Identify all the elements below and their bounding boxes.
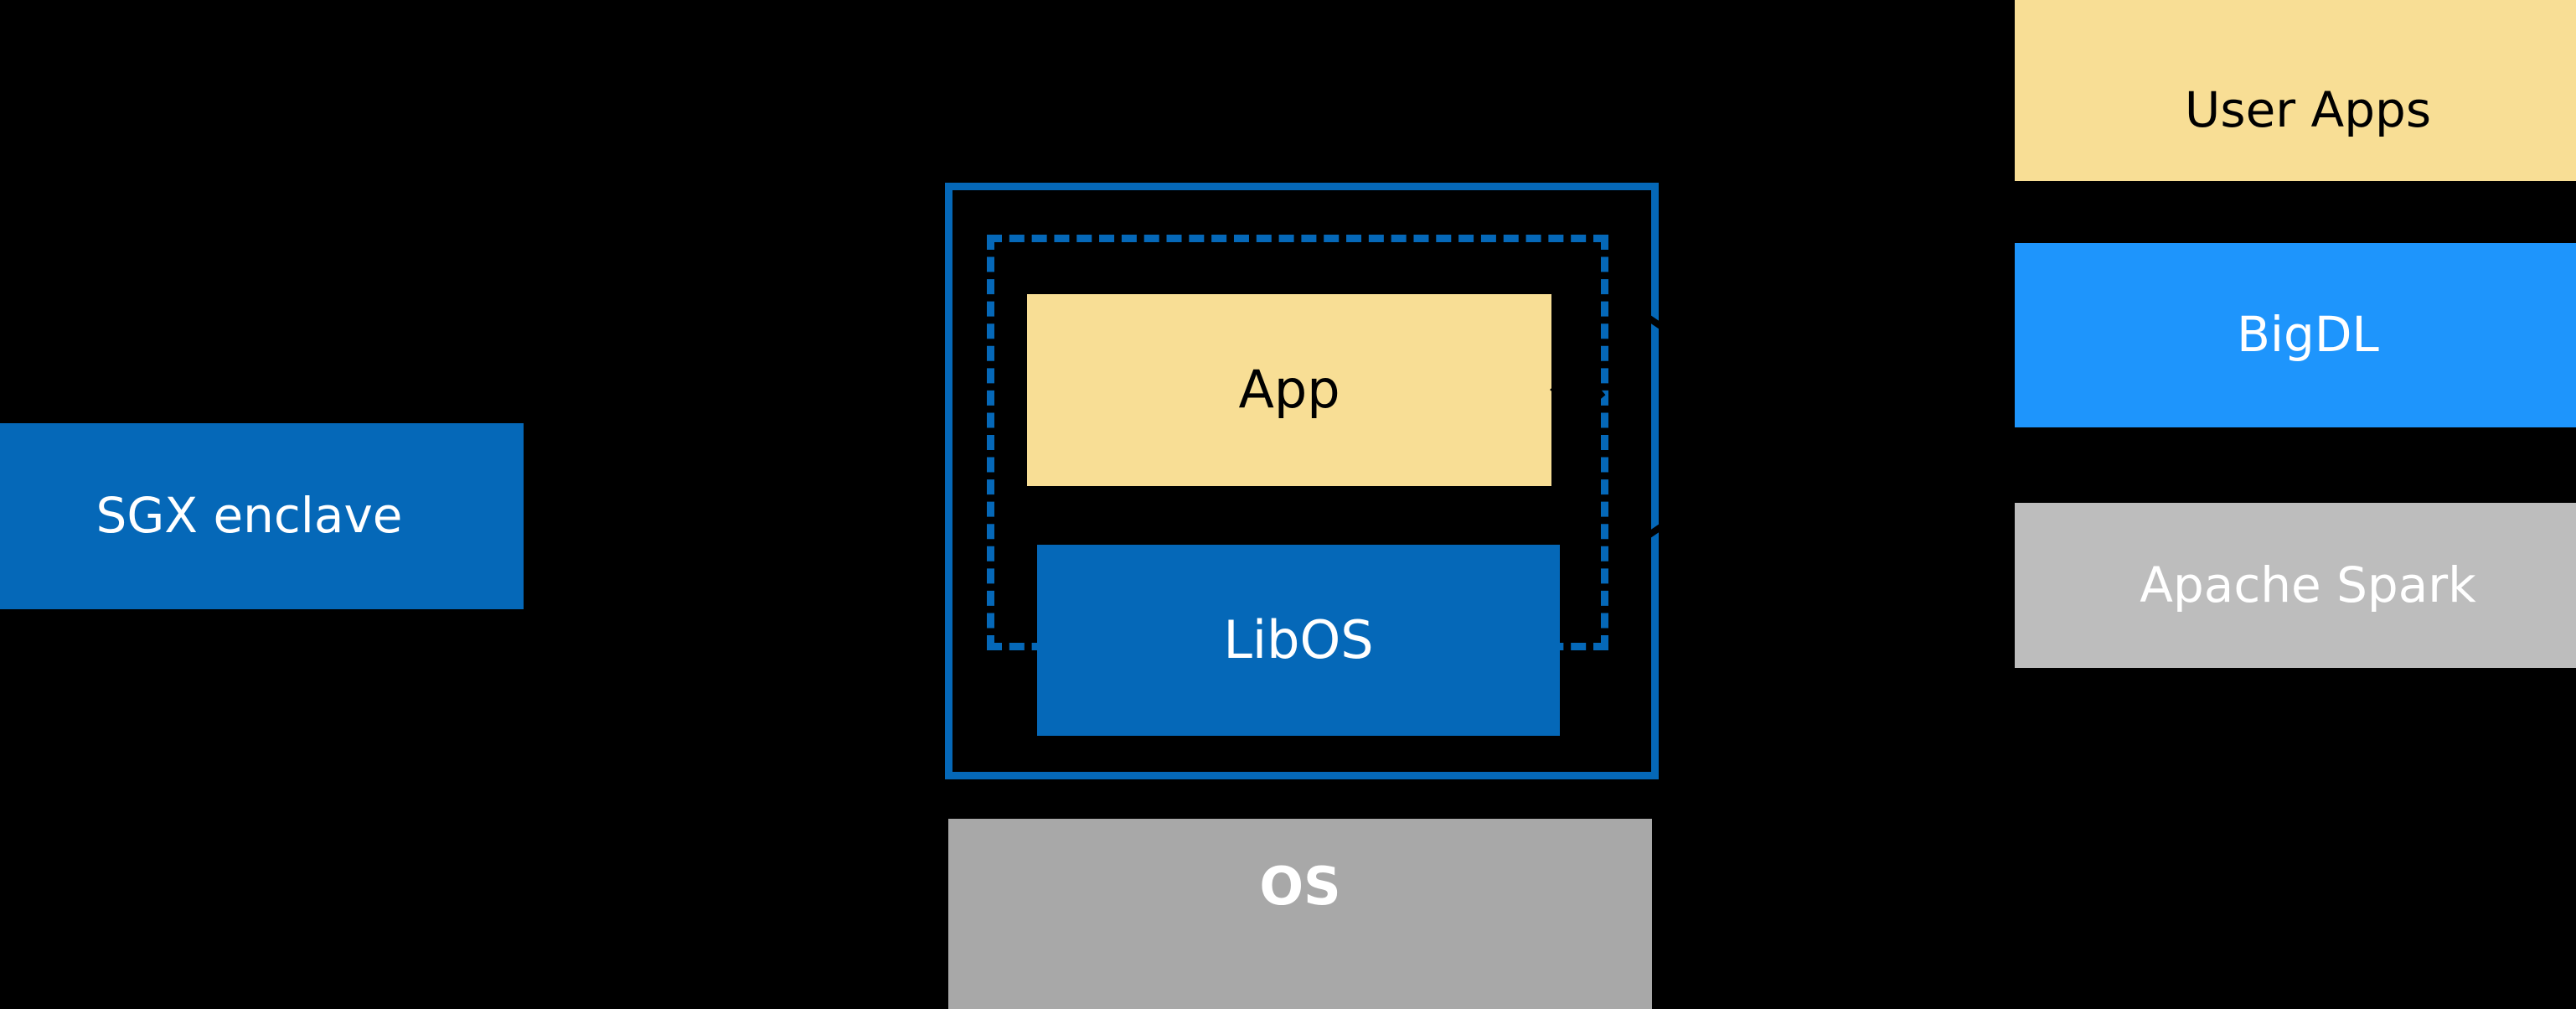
apache-spark-label: Apache Spark: [2140, 556, 2476, 613]
libos-box: LibOS: [1037, 545, 1560, 736]
bigdl-box: BigDL: [2015, 243, 2576, 427]
user-apps-box: User Apps: [2015, 0, 2576, 181]
os-box: OS: [948, 819, 1652, 1009]
app-box: App: [1027, 294, 1551, 486]
sgx-enclave-arrowhead-icon: [513, 505, 536, 525]
user-apps-label: User Apps: [2184, 81, 2432, 139]
bigdl-label: BigDL: [2237, 306, 2379, 364]
app-label: App: [1238, 359, 1340, 421]
sgx-enclave-box: SGX enclave: [0, 423, 524, 609]
enclave-outer-boundary: [945, 183, 1659, 779]
os-label: OS: [1259, 856, 1341, 917]
app-arrowhead-icon: [1538, 380, 1562, 400]
apache-spark-box: Apache Spark: [2015, 503, 2576, 668]
sgx-enclave-label: SGX enclave: [96, 487, 403, 545]
libos-label: LibOS: [1223, 608, 1374, 670]
